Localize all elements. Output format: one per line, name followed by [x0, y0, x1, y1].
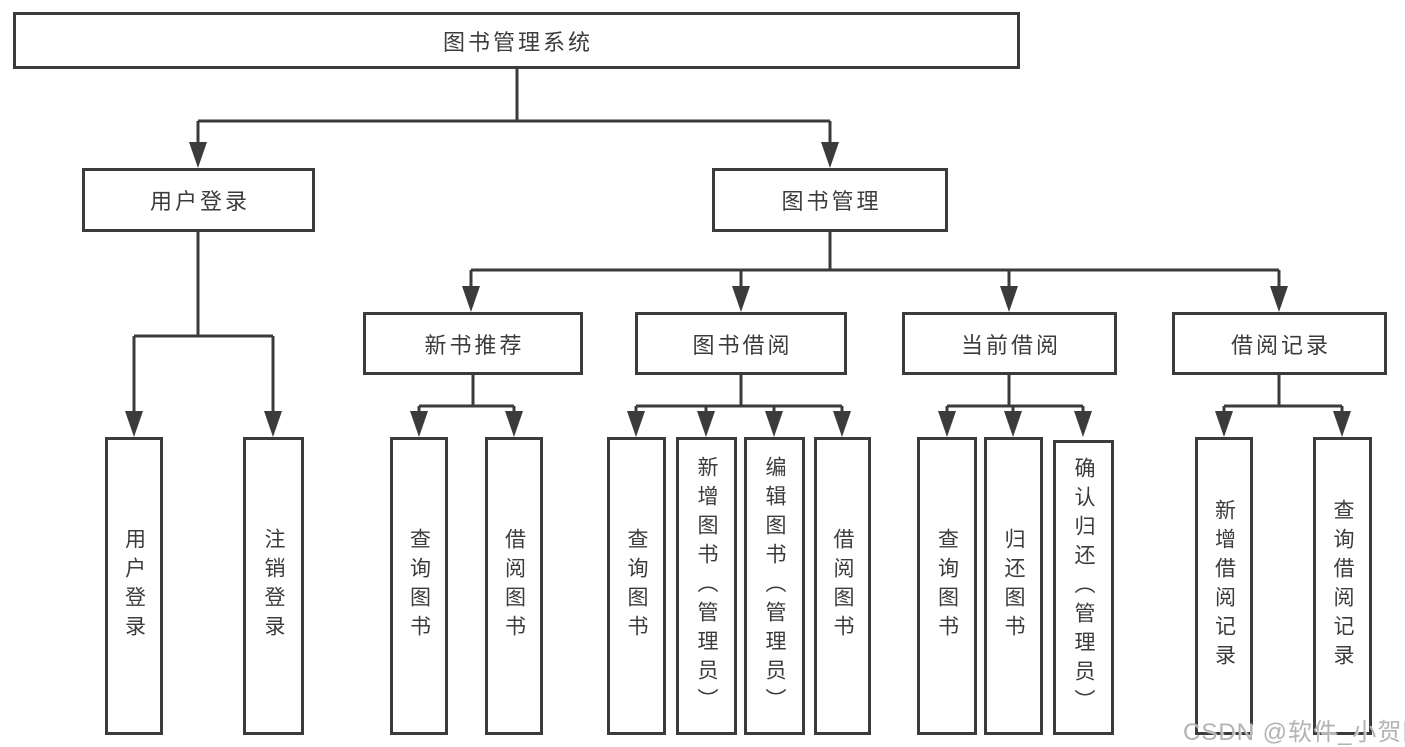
node-edit-books-admin: 编辑图书（管理员） [744, 437, 805, 735]
node-library-management-system: 图书管理系统 [13, 12, 1020, 69]
node-logout: 注销登录 [243, 437, 304, 735]
node-borrowing-records: 借阅记录 [1172, 312, 1387, 375]
node-query-borrow-record: 查询借阅记录 [1313, 437, 1372, 735]
csdn-watermark: CSDN @软件_小贺同学 [1183, 719, 1405, 746]
node-add-borrow-record: 新增借阅记录 [1195, 437, 1253, 735]
node-new-book-recommendation: 新书推荐 [363, 312, 583, 375]
node-newbook-query-books: 查询图书 [390, 437, 448, 735]
node-confirm-return-admin: 确认归还（管理员） [1053, 440, 1114, 735]
node-current-query-books: 查询图书 [917, 437, 977, 735]
node-book-borrowing: 图书借阅 [635, 312, 847, 375]
node-current-borrowing: 当前借阅 [902, 312, 1117, 375]
tree-edges [132, 69, 1344, 429]
arrowhead-icons [125, 142, 1351, 437]
node-return-books: 归还图书 [984, 437, 1043, 735]
node-borrowing-query-books: 查询图书 [607, 437, 666, 735]
node-user-login-action: 用户登录 [105, 437, 163, 735]
node-user-login-module: 用户登录 [82, 168, 315, 232]
node-borrowing-borrow-books: 借阅图书 [814, 437, 871, 735]
node-newbook-borrow-books: 借阅图书 [485, 437, 543, 735]
node-book-management-module: 图书管理 [712, 168, 948, 232]
node-add-books-admin: 新增图书（管理员） [676, 437, 737, 735]
